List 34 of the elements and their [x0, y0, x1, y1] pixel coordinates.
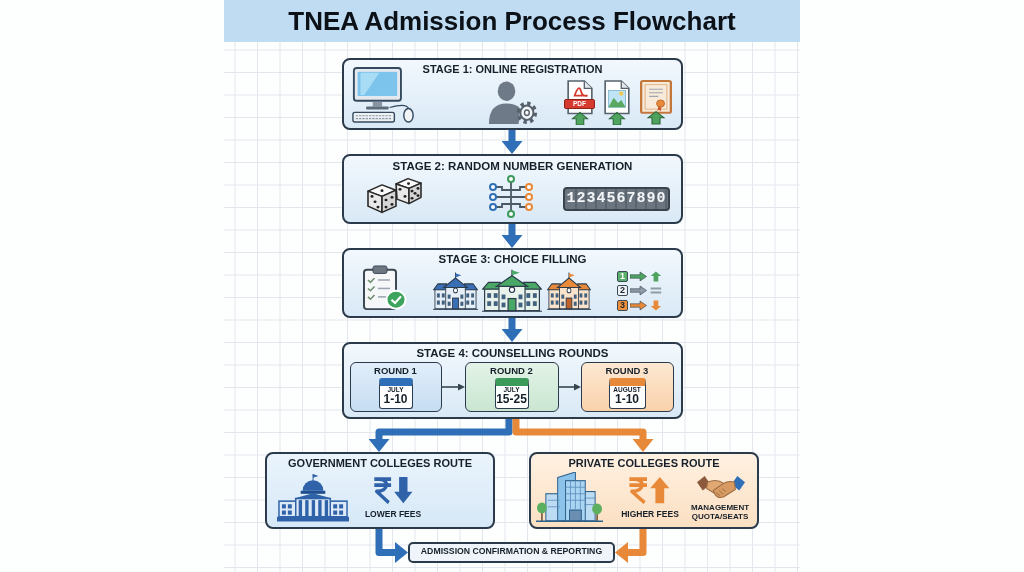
date-range: 1-10	[382, 393, 409, 407]
step-text: ADMISSION CONFIRMATION & REPORTING	[419, 547, 604, 557]
stage-box	[342, 58, 683, 130]
date-range: 1-10	[614, 393, 640, 407]
stage-heading: STAGE 3: CHOICE FILLING	[437, 253, 588, 266]
flow-arrow	[441, 383, 465, 391]
route-box	[265, 452, 495, 529]
stage-heading: STAGE 1: ONLINE REGISTRATION	[421, 63, 604, 76]
stage-box	[342, 342, 683, 419]
route-box	[529, 452, 759, 529]
stage-box	[342, 248, 683, 318]
date-range: 15-25	[495, 393, 528, 407]
round-heading: ROUND 3	[604, 365, 650, 376]
flow-arrow	[372, 419, 513, 452]
rank-number: 1	[617, 271, 628, 282]
flow-arrow	[558, 383, 581, 391]
rank-number: 2	[617, 285, 628, 296]
route-heading: PRIVATE COLLEGES ROUTE	[567, 457, 721, 470]
round-box	[581, 362, 674, 412]
stage-heading: STAGE 2: RANDOM NUMBER GENERATION	[391, 160, 634, 173]
route-heading: GOVERNMENT COLLEGES ROUTE	[287, 457, 473, 470]
rank-number: 3	[617, 300, 628, 311]
process-box	[408, 542, 615, 563]
round-heading: ROUND 1	[373, 365, 418, 376]
stage-heading: STAGE 4: COUNSELLING ROUNDS	[415, 347, 610, 360]
round-box	[350, 362, 442, 412]
caption-text: LOWER FEES	[363, 510, 423, 520]
title: TNEA Admission Process Flowchart	[224, 0, 800, 42]
stage-box	[342, 154, 683, 224]
number-display: 1234567890	[563, 187, 670, 211]
round-box	[465, 362, 559, 412]
caption-text: MANAGEMENT QUOTA/SEATS	[689, 504, 751, 522]
round-heading: ROUND 2	[489, 365, 534, 376]
caption-text: HIGHER FEES	[620, 510, 680, 520]
